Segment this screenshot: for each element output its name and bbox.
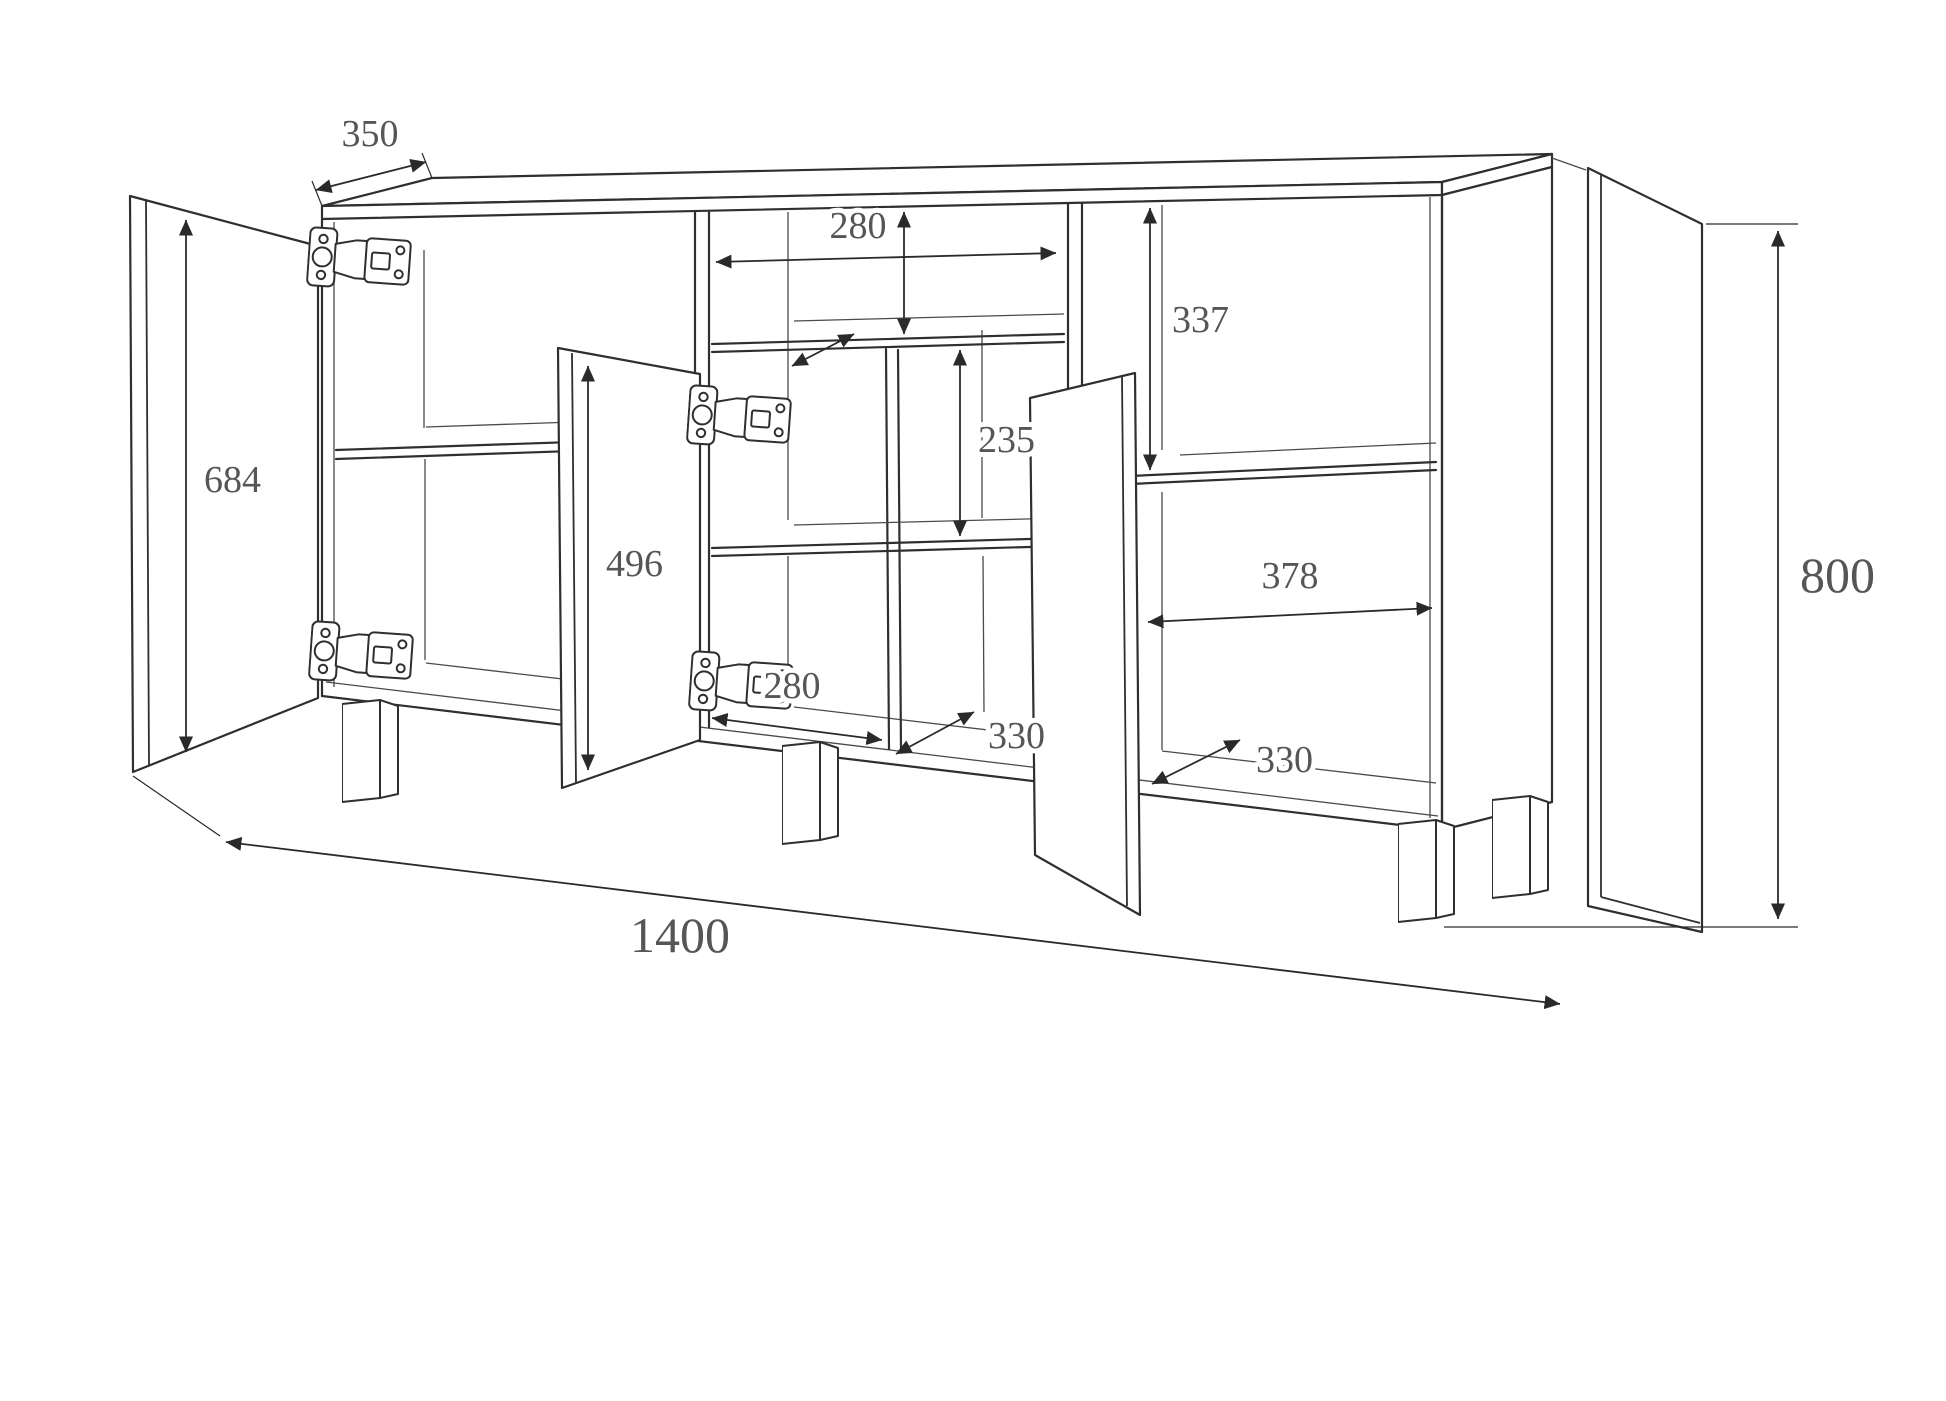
door-hinge (307, 620, 415, 687)
left-door (128, 194, 320, 774)
dimension-middle-shelf-depth: 330 (895, 710, 1050, 762)
cabinet-leg (782, 741, 839, 845)
right-door (1551, 157, 1704, 934)
right-shelf (1084, 442, 1438, 488)
dimension-middle-compartment-height: 235 (952, 349, 1040, 537)
dimension-label-top-depth: 350 (342, 113, 399, 155)
dimension-label-middle-compartment-height: 235 (978, 419, 1035, 461)
door-hinges (305, 226, 795, 717)
dimension-label-right-shelf-depth: 330 (1256, 739, 1313, 781)
dimension-label-right-compartment-width: 378 (1262, 555, 1319, 597)
door-hinge (305, 226, 413, 293)
dimension-label-right-top-compartment-height: 337 (1172, 299, 1229, 341)
middle-right-door (1028, 371, 1142, 917)
dimension-overall-height: 800 (1444, 223, 1880, 928)
middle-lower-shelf (710, 517, 1066, 558)
dimension-label-middle-door-height: 496 (606, 543, 663, 585)
right-side-panel (1440, 165, 1554, 832)
dimension-right-shelf-depth: 330 (1151, 734, 1318, 786)
cabinet-carcass (320, 152, 1554, 832)
dimension-top-shelf-width: 280 (715, 200, 1057, 269)
dimension-arrow-shelf-depth (791, 333, 855, 367)
dimension-left-door-height: 684 (178, 219, 266, 753)
dimension-label-top-shelf-width: 280 (830, 205, 887, 247)
dimension-label-left-door-height: 684 (204, 459, 261, 501)
dimension-bottom-compartment-width: 280 (711, 660, 883, 745)
dimension-overall-width: 1400 (132, 775, 1561, 1010)
middle-upper-shelf (710, 313, 1066, 354)
dimensions: 350 280 337 235 684 (132, 108, 1880, 1010)
dimension-top-depth: 350 (311, 108, 433, 207)
dimension-middle-door-height: 496 (580, 365, 668, 771)
door-hinge (685, 384, 793, 451)
cabinet-leg (1492, 795, 1549, 899)
dimension-label-overall-height: 800 (1800, 547, 1875, 603)
dimension-label-overall-width: 1400 (630, 907, 730, 963)
cabinet-leg (1398, 819, 1455, 923)
cabinet-legs (342, 699, 1549, 923)
dimension-label-middle-shelf-depth: 330 (988, 715, 1045, 757)
dimension-label-bottom-compartment-width: 280 (764, 665, 821, 707)
cabinet-interior (334, 201, 1438, 784)
dimension-right-compartment-width: 378 (1147, 550, 1433, 629)
dimension-right-top-compartment-height: 337 (1142, 207, 1234, 471)
cabinet-leg (342, 699, 399, 803)
